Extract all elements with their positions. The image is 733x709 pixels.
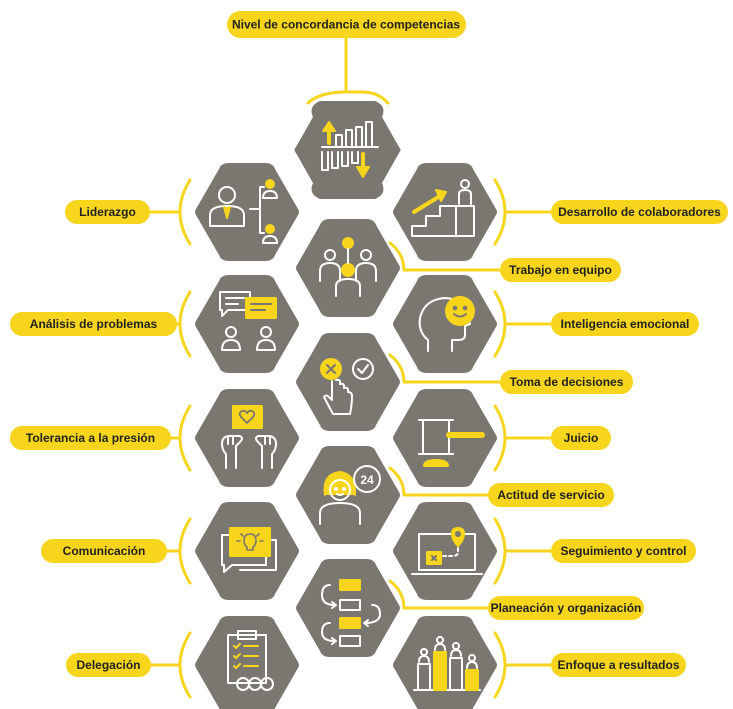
hexagons — [294, 101, 401, 199]
head-smile-icon — [418, 296, 475, 352]
chat-bubbles-icon — [219, 291, 277, 351]
pill-background — [551, 426, 611, 450]
competency-pill: Comunicación — [41, 539, 167, 563]
leader-org-chart-icon — [209, 179, 278, 244]
pill-background — [551, 539, 696, 563]
competency-pill: Liderazgo — [65, 200, 150, 224]
hexagon-head-smile — [393, 275, 497, 373]
competency-label: Toma de decisiones — [510, 375, 624, 389]
raised-fists-icon — [221, 405, 277, 469]
competency-pill: Trabajo en equipo — [500, 258, 621, 282]
pill-background — [551, 200, 728, 224]
bar-chart-arrows-icon — [321, 121, 379, 178]
connector-lines — [148, 36, 553, 699]
hexagon-clipboard-team — [195, 616, 299, 709]
pill-background — [488, 483, 614, 507]
hexagon-top — [294, 101, 401, 199]
pill-background — [41, 539, 167, 563]
competency-pill: Tolerancia a la presión — [10, 426, 171, 450]
laptop-route-icon — [411, 527, 483, 575]
title-pill: Nivel de concordancia de competencias — [227, 11, 466, 38]
competency-label: Desarrollo de colaboradores — [558, 205, 721, 219]
competency-pill: Planeación y organización — [488, 596, 644, 620]
competency-pill: Delegación — [66, 653, 151, 677]
presentation-idea-icon — [221, 527, 277, 573]
growth-stairs-icon — [411, 179, 475, 237]
svg-text:24: 24 — [360, 473, 374, 487]
service-24-icon: 24 — [319, 465, 381, 525]
competency-label: Juicio — [564, 431, 599, 445]
competency-label: Análisis de problemas — [30, 317, 158, 331]
team-group-icon — [319, 237, 377, 297]
competency-pill: Enfoque a resultados — [551, 653, 686, 677]
label-pills: Liderazgo Desarrollo de colaboradoresTrab… — [10, 200, 728, 677]
pill-background — [10, 426, 171, 450]
pill-background — [551, 653, 686, 677]
pill-background — [500, 370, 633, 394]
pill-background — [65, 200, 150, 224]
hexagon-growth-stairs — [393, 163, 497, 261]
pill-background — [66, 653, 151, 677]
competency-pill: Toma de decisiones — [500, 370, 633, 394]
competency-label: Seguimiento y control — [560, 544, 686, 558]
hexagon-gavel — [393, 389, 497, 487]
competency-label: Delegación — [76, 658, 140, 672]
icons: 24 — [209, 121, 485, 691]
hexagon-raised-fists — [195, 389, 299, 487]
hexagon-decision-hand — [296, 333, 400, 431]
pill-background — [488, 596, 644, 620]
clipboard-team-icon — [227, 630, 274, 691]
process-flow-icon — [321, 579, 381, 647]
hexagon-chat-bubbles — [195, 275, 299, 373]
competency-label: Tolerancia a la presión — [26, 431, 155, 445]
competency-label: Planeación y organización — [491, 601, 642, 615]
competency-pill: Análisis de problemas — [10, 312, 177, 336]
pill-background — [551, 312, 699, 336]
competency-label: Actitud de servicio — [497, 488, 604, 502]
competency-pill: Seguimiento y control — [551, 539, 696, 563]
competency-label: Inteligencia emocional — [561, 317, 690, 331]
diagram-title: Nivel de concordancia de competencias — [232, 18, 460, 32]
competency-pill: Desarrollo de colaboradores — [551, 200, 728, 224]
decision-hand-icon — [320, 358, 374, 415]
competency-label: Comunicación — [63, 544, 146, 558]
competency-label: Liderazgo — [79, 205, 136, 219]
competency-label: Enfoque a resultados — [557, 658, 679, 672]
hexagon-process-flow — [296, 559, 400, 657]
competency-pill: Juicio — [551, 426, 611, 450]
pill-background — [500, 258, 621, 282]
hexagon-laptop-route — [393, 502, 497, 600]
competency-pill: Actitud de servicio — [488, 483, 614, 507]
competency-label: Trabajo en equipo — [509, 263, 612, 277]
competency-pill: Inteligencia emocional — [551, 312, 699, 336]
gavel-icon — [418, 419, 485, 467]
pill-background — [10, 312, 177, 336]
podium-people-icon — [413, 636, 481, 691]
